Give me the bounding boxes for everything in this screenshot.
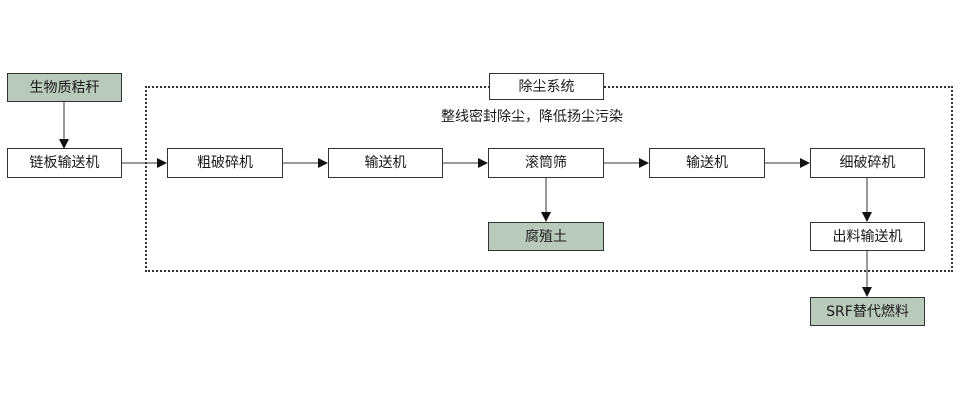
enclosure-note: 整线密封除尘，降低扬尘污染 [441,109,623,125]
node-conveyor-2: 输送机 [649,148,765,178]
node-conveyor-1: 输送机 [328,148,443,178]
node-chain-conveyor: 链板输送机 [7,148,122,178]
enclosure-title: 除尘系统 [489,73,604,100]
node-drum-screen: 滚筒筛 [488,148,604,178]
input-biomass-straw: 生物质秸秆 [7,73,122,102]
node-discharge-conveyor: 出料输送机 [810,222,925,251]
output-humus: 腐殖土 [488,222,604,251]
output-srf-fuel: SRF替代燃料 [810,297,925,326]
node-coarse-crusher: 粗破碎机 [167,148,283,178]
node-fine-crusher: 细破碎机 [810,148,925,178]
